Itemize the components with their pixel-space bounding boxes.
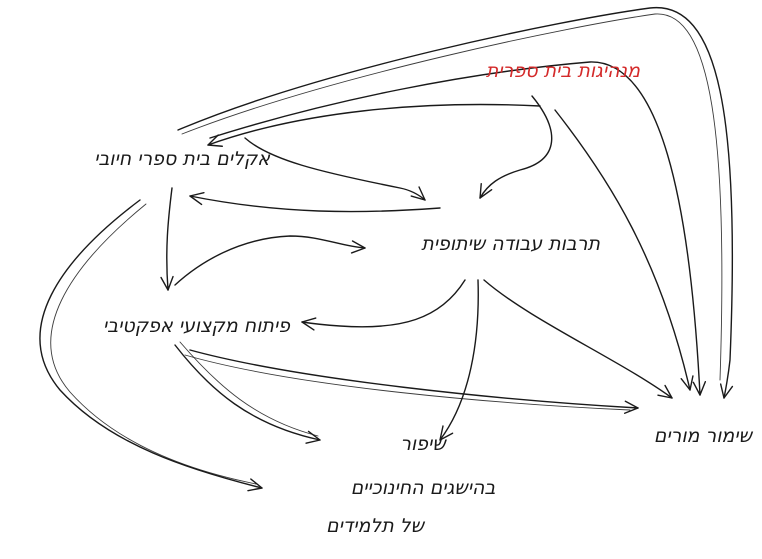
edge-climate-to-achievement-stroke2 [50, 203, 257, 485]
node-school-leadership: מנהיגות בית ספרית [486, 60, 641, 82]
node-achievement-line2: בהישגים החינוכיים [351, 477, 496, 499]
node-positive-climate: אקלים בית ספרי חיובי [94, 148, 270, 170]
edge-profdev-to-achievement [174, 344, 321, 444]
edge-culture-to-achievement [439, 279, 479, 441]
node-collaborative-culture: תרבות עבודה שיתופית [421, 233, 600, 255]
edge-climate-to-culture [244, 137, 426, 201]
edge-climate-to-profdev [160, 187, 174, 291]
node-achievement-line3: של תלמידים [326, 515, 426, 537]
edge-leadership-to-retention-inner [209, 61, 707, 396]
edges [39, 7, 734, 492]
edge-leadership-to-retention-outer [177, 7, 734, 399]
edge-leadership-to-retention-outer-stroke2 [181, 13, 723, 381]
edge-profdev-to-achievement-stroke2 [179, 341, 319, 437]
edge-leadership-to-climate [207, 103, 541, 147]
edge-leadership-to-retention-direct [554, 109, 694, 391]
node-achievement-line1: שיפור [400, 433, 447, 455]
edge-culture-to-climate [189, 191, 441, 213]
edge-culture-to-retention [483, 279, 673, 399]
node-teacher-retention: שימור מורים [654, 425, 754, 447]
edge-leadership-to-culture [479, 95, 553, 199]
node-professional-development: פיתוח מקצועי אפקטיבי [103, 315, 291, 337]
edge-profdev-to-retention [189, 349, 639, 414]
edge-culture-to-profdev-upper [174, 235, 366, 286]
edge-profdev-to-retention-stroke2 [184, 354, 631, 411]
edge-culture-to-profdev-lower [301, 279, 466, 331]
nodes: מנהיגות בית ספרית אקלים בית ספרי חיובי ת… [94, 60, 753, 537]
edge-climate-to-achievement [39, 199, 263, 492]
